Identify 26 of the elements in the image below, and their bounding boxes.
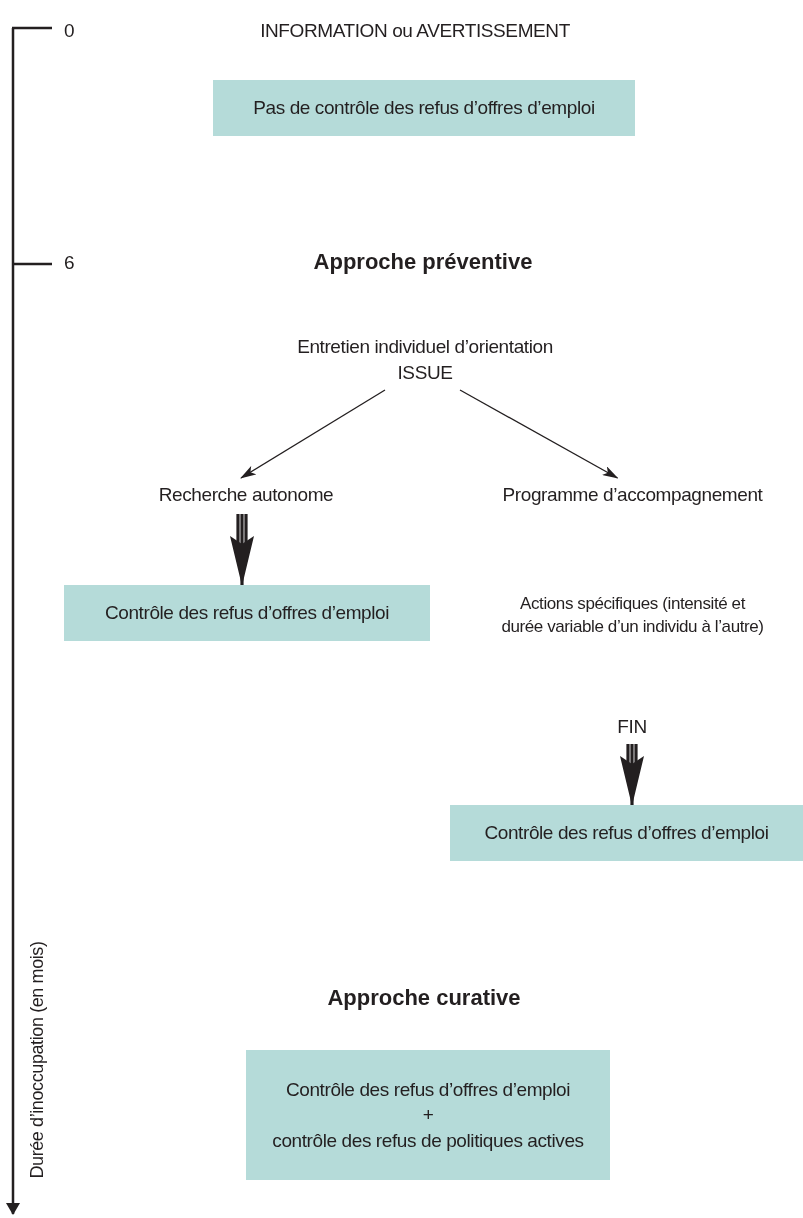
box-text: Contrôle des refus d’offres d’emploi [285, 1077, 571, 1102]
status-text: INFORMATION ou AVERTISSEMENT [260, 20, 570, 43]
process-box [246, 1050, 610, 1180]
section-heading: Approche curative [327, 985, 521, 1012]
process-box [64, 585, 430, 641]
box-text: + [422, 1103, 434, 1128]
box-text: contrôle des refus de politiques actives [272, 1128, 584, 1153]
node-label: Entretien individuel d’orientation [297, 335, 553, 360]
block-arrow [620, 742, 644, 807]
arrow [240, 389, 386, 479]
box-text: Contrôle des refus d’offres d’emploi [104, 601, 390, 626]
tick-label: 6 [64, 252, 75, 275]
node-label: Actions spécifiques (intensité et durée variable d’un individu à l’autre) [500, 593, 765, 638]
node-label: FIN [617, 715, 647, 740]
section-heading: Approche préventive [313, 249, 533, 276]
arrow [459, 389, 619, 479]
node-label: ISSUE [397, 361, 453, 385]
process-box [450, 805, 803, 861]
node-label: Recherche autonome [158, 483, 334, 508]
axis-label: Durée d’inoccupation (en mois) [27, 941, 49, 1179]
process-box [213, 80, 635, 136]
tick-label: 0 [64, 20, 75, 43]
node-label: Programme d’accompagnement [502, 483, 763, 508]
box-text: Contrôle des refus d’offres d’emploi [484, 821, 769, 846]
block-arrow [230, 512, 254, 587]
box-text: Pas de contrôle des refus d’offres d’emploi [253, 96, 595, 121]
